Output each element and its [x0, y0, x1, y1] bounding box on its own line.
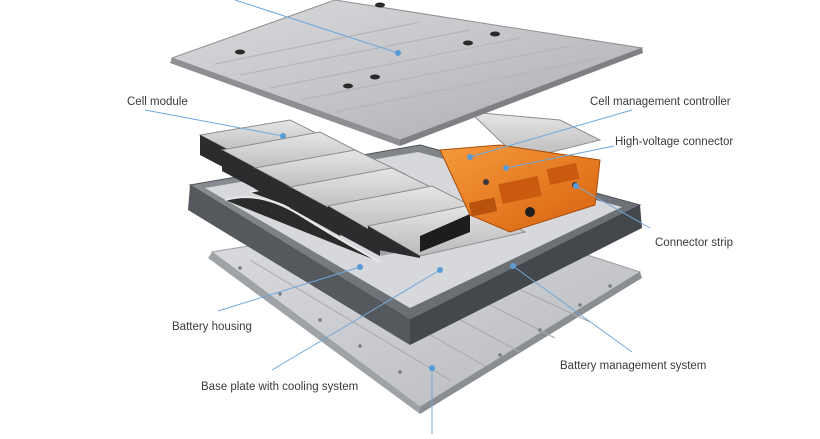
- leader-base-plate: [271, 269, 441, 371]
- label-high-voltage-connector: High-voltage connector: [615, 136, 733, 148]
- label-connector-strip: Connector strip: [655, 237, 733, 249]
- cover-plate: [170, 0, 644, 146]
- leader-dot: [357, 264, 363, 270]
- leader-battery-housing: [217, 266, 361, 312]
- callout-labels: Cell module Cell management controller H…: [127, 96, 733, 393]
- leader-dot: [510, 263, 516, 269]
- leader-dot: [280, 133, 286, 139]
- label-battery-management-system: Battery management system: [560, 360, 706, 372]
- label-battery-housing: Battery housing: [172, 321, 252, 333]
- leader-dot: [467, 154, 473, 160]
- leader-connector-strip: [575, 185, 651, 229]
- cell-modules: [198, 111, 602, 258]
- callout-leaders: [144, 0, 651, 434]
- leader-top: [234, 0, 399, 54]
- label-base-plate: Base plate with cooling system: [201, 381, 358, 393]
- label-cell-management-controller: Cell management controller: [590, 96, 731, 108]
- cell-module: [468, 111, 602, 161]
- leader-dot: [437, 267, 443, 273]
- leader-battery-management-system: [512, 265, 633, 353]
- leader-dot: [429, 365, 435, 371]
- leader-cell-module: [144, 109, 284, 137]
- leader-high-voltage-connector: [505, 145, 615, 169]
- leader-dot: [503, 165, 509, 171]
- leader-cell-management-controller: [469, 109, 633, 158]
- label-cell-module: Cell module: [127, 96, 188, 108]
- leader-dot: [573, 183, 579, 189]
- leader-dot: [395, 50, 401, 56]
